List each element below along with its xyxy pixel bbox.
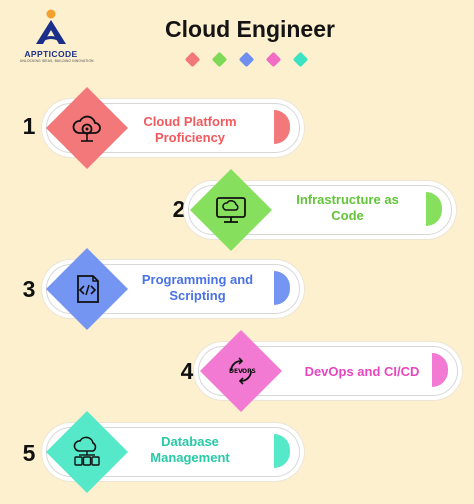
code-file-icon xyxy=(77,275,99,303)
step-diamond xyxy=(45,410,129,494)
svg-text:DEV: DEV xyxy=(229,368,243,375)
step-label: Cloud Platform Proficiency xyxy=(143,114,237,145)
page-title: Cloud Engineer xyxy=(165,16,335,42)
step-diamond xyxy=(189,168,273,252)
step-number: 3 xyxy=(22,276,36,302)
step-label: Database Management xyxy=(150,434,230,465)
step-number: 2 xyxy=(172,196,186,222)
cloud-database-icon xyxy=(73,436,100,466)
step-number: 5 xyxy=(22,440,36,466)
step-label: Programming and Scripting xyxy=(141,272,254,303)
step-cap xyxy=(274,271,290,305)
svg-text:OPS: OPS xyxy=(242,368,256,375)
decor-dot xyxy=(292,51,309,68)
brand-name: APPTICODE xyxy=(24,49,78,59)
step-diamond xyxy=(45,247,129,331)
brand-tagline: UNLOCKING IDEAS, BUILDING INNOVATION xyxy=(20,59,94,63)
step-label: DevOps and CI/CD xyxy=(304,364,420,379)
cloud-gear-icon xyxy=(72,115,101,142)
appticode-logo: APPTICODE UNLOCKING IDEAS, BUILDING INNO… xyxy=(20,8,94,72)
step-cap xyxy=(274,110,290,144)
step-number: 1 xyxy=(22,113,36,139)
decor-dot xyxy=(238,51,255,68)
step-label: Infrastructure as Code xyxy=(296,192,399,223)
decor-dot xyxy=(265,51,282,68)
step-diamond xyxy=(45,86,129,170)
step-cap xyxy=(432,353,448,387)
decor-dot xyxy=(211,51,228,68)
monitor-cloud-icon xyxy=(216,197,246,223)
decor-dot xyxy=(184,51,201,68)
logo-mark-icon xyxy=(36,9,66,44)
step-cap xyxy=(426,192,442,226)
devops-cycle-icon: DEV OPS xyxy=(229,357,256,385)
step-cap xyxy=(274,434,290,468)
step-diamond: DEV OPS xyxy=(199,329,283,413)
step-number: 4 xyxy=(180,358,194,384)
